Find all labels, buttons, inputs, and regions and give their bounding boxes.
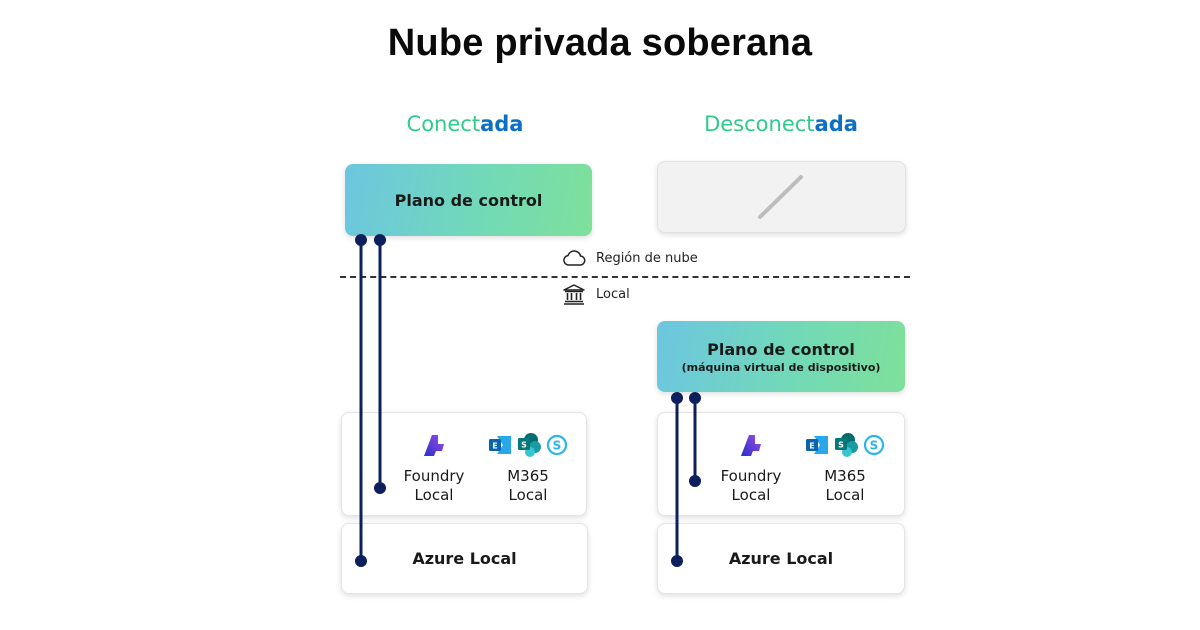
foundry-icon bbox=[741, 435, 761, 456]
diagram-title: Nube privada soberana bbox=[387, 22, 813, 64]
exchange-icon: E bbox=[806, 436, 828, 454]
cloud-local-divider bbox=[340, 276, 910, 278]
svg-text:S: S bbox=[838, 441, 844, 450]
azure-local-label: Azure Local bbox=[728, 549, 834, 568]
heading-disconnected: Desconectada bbox=[651, 112, 911, 136]
service-label-line2: Local bbox=[414, 486, 454, 504]
heading-disconnected-part1: Desconect bbox=[704, 112, 815, 136]
azure-local-label: Azure Local bbox=[412, 549, 517, 568]
azure-local-disconnected: Azure Local bbox=[657, 523, 905, 594]
control-plane-label: Plano de control bbox=[707, 339, 855, 359]
control-plane-disconnected: Plano de control (máquina virtual de dis… bbox=[657, 321, 905, 392]
service-label-line1: Foundry bbox=[403, 467, 465, 485]
service-label-line2: Local bbox=[731, 486, 771, 504]
svg-text:S: S bbox=[870, 439, 879, 453]
connector-dot bbox=[355, 234, 367, 246]
sharepoint-icon: S bbox=[835, 433, 858, 457]
cloud-icon bbox=[563, 250, 586, 266]
skype-icon: S bbox=[863, 434, 885, 456]
service-label-line1: Foundry bbox=[720, 467, 782, 485]
skype-icon: S bbox=[546, 434, 568, 456]
exchange-icon: E bbox=[489, 436, 511, 454]
zone-cloud-label: Región de nube bbox=[596, 250, 698, 266]
azure-local-connected: Azure Local bbox=[341, 523, 588, 594]
bank-building-icon bbox=[563, 284, 585, 305]
sharepoint-icon: S bbox=[518, 433, 541, 457]
heading-connected: Conectada bbox=[335, 112, 595, 136]
zone-local: Local bbox=[562, 283, 630, 305]
connector-dot bbox=[671, 392, 683, 404]
heading-disconnected-part2: ada bbox=[814, 112, 858, 136]
foundry-icon bbox=[424, 435, 444, 456]
svg-text:E: E bbox=[809, 442, 814, 451]
service-label-line1: M365 bbox=[507, 467, 549, 485]
service-label-line2: Local bbox=[508, 486, 548, 504]
zone-local-label: Local bbox=[596, 286, 630, 302]
zone-cloud: Región de nube bbox=[562, 249, 698, 267]
svg-text:E: E bbox=[492, 442, 497, 451]
service-label-line2: Local bbox=[825, 486, 865, 504]
cloud-placeholder-disconnected bbox=[657, 161, 906, 233]
heading-connected-part2: ada bbox=[480, 112, 524, 136]
service-label-line1: M365 bbox=[824, 467, 866, 485]
heading-connected-part1: Conect bbox=[406, 112, 481, 136]
slash-icon bbox=[758, 175, 803, 219]
connector-dot bbox=[374, 234, 386, 246]
svg-text:S: S bbox=[553, 439, 562, 453]
control-plane-sublabel: (máquina virtual de dispositivo) bbox=[681, 360, 881, 374]
connector-dot bbox=[689, 392, 701, 404]
control-plane-label: Plano de control bbox=[394, 190, 543, 210]
svg-text:S: S bbox=[521, 441, 527, 450]
control-plane-connected: Plano de control bbox=[345, 164, 592, 236]
